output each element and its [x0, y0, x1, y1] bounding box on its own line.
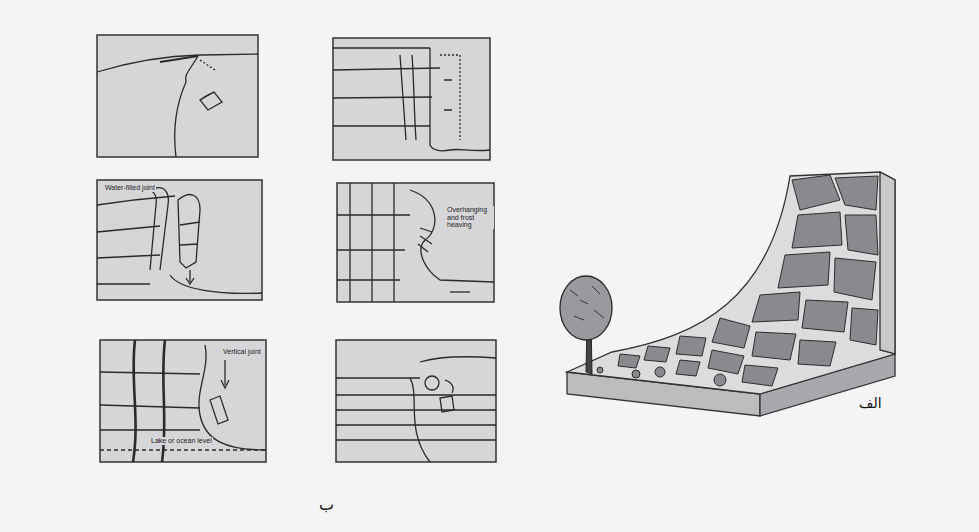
panel	[100, 340, 266, 462]
panel	[97, 35, 258, 157]
joint-label: Vertical joint	[222, 348, 262, 356]
figure-letter: الف	[858, 396, 883, 411]
process-label: Overhanging and frost heaving	[446, 206, 494, 229]
tree	[560, 276, 612, 374]
panel	[97, 180, 262, 300]
level-label: Lake or ocean level	[150, 437, 213, 445]
panel	[333, 38, 490, 160]
panel	[336, 340, 496, 462]
figure-letter: ب	[318, 496, 335, 514]
panel	[337, 183, 494, 302]
joint-label: Water-filled joint	[104, 184, 156, 192]
